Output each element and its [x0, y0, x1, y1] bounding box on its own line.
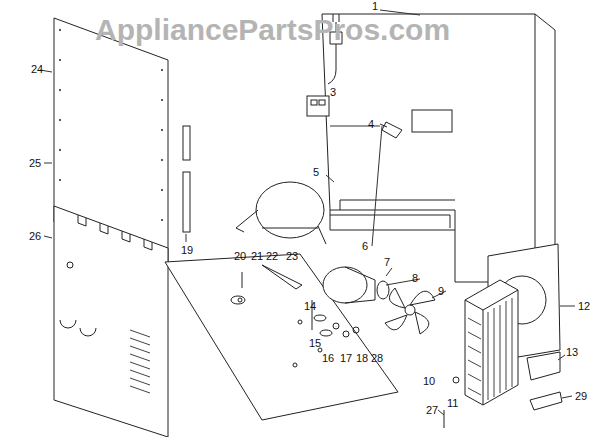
callout-number: 15 — [309, 337, 321, 350]
callout-number: 4 — [368, 118, 374, 131]
callout-number: 5 — [313, 166, 319, 179]
callout-number: 27 — [426, 404, 438, 417]
callout-number: 25 — [29, 157, 41, 170]
callout-number: 21 — [251, 250, 263, 263]
callout-number: 16 — [322, 352, 334, 365]
callout-number: 6 — [362, 240, 368, 253]
callout-number: 10 — [423, 375, 435, 388]
callout-number: 28 — [371, 352, 383, 365]
callout-number: 23 — [286, 250, 298, 263]
callout-number: 11 — [447, 397, 458, 410]
callout-number: 12 — [578, 300, 590, 313]
watermark: AppliancePartsPros.com — [95, 14, 450, 46]
callout-number: 24 — [31, 63, 43, 76]
callout-number: 7 — [384, 256, 390, 269]
callout-number: 22 — [266, 250, 278, 263]
callout-number: 20 — [234, 250, 246, 263]
callout-number: 3 — [330, 86, 336, 99]
callout-number: 19 — [181, 244, 193, 257]
callout-number: 14 — [304, 300, 316, 313]
callout-number: 1 — [372, 0, 378, 13]
callout-number: 13 — [566, 346, 578, 359]
callout-number: 18 — [356, 352, 368, 365]
callout-number: 8 — [412, 272, 418, 285]
callout-number: 26 — [29, 230, 41, 243]
callout-number: 17 — [340, 352, 352, 365]
callout-number: 29 — [575, 390, 587, 403]
callout-number: 9 — [438, 285, 444, 298]
